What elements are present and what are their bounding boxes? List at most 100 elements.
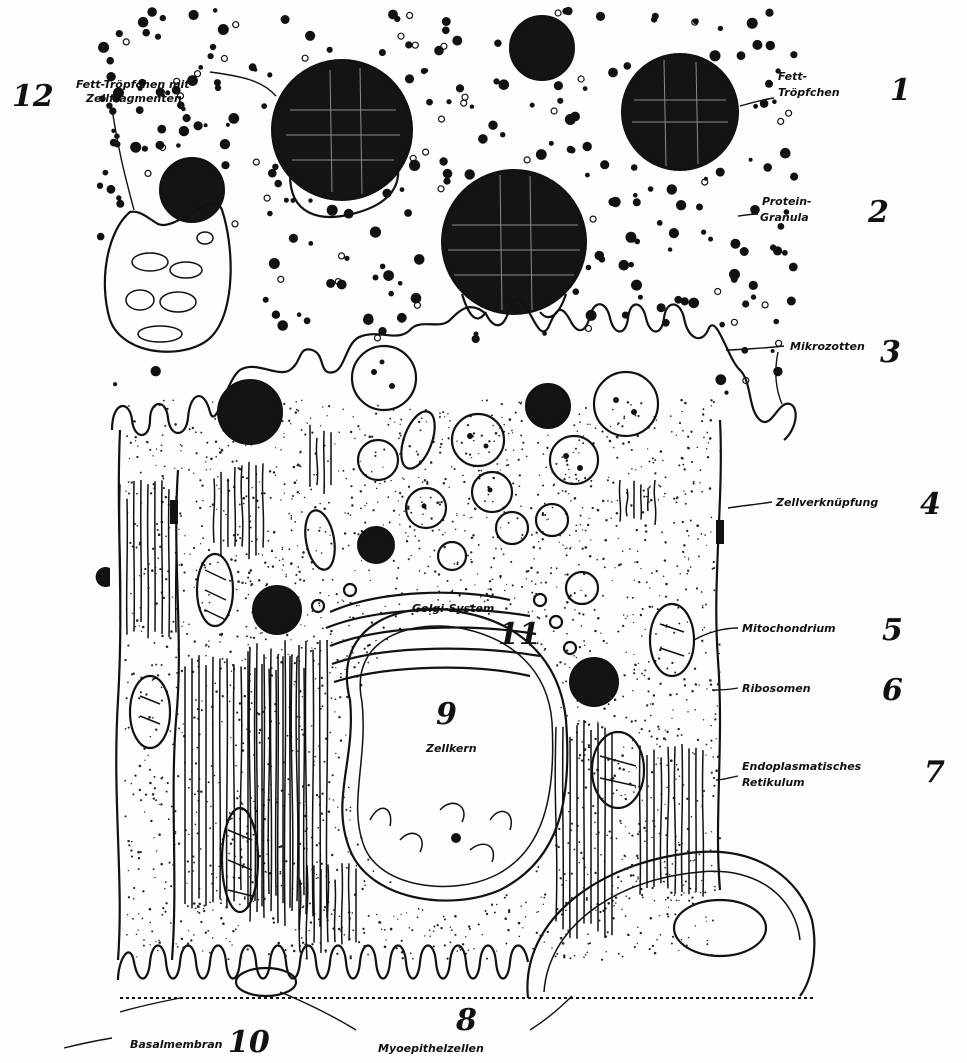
ribosome <box>239 702 241 704</box>
ribosome <box>638 581 640 583</box>
ribosome <box>375 451 377 453</box>
ribosome <box>610 426 611 427</box>
er-cisterna <box>134 481 135 632</box>
ribosome <box>614 905 615 906</box>
ribosome <box>450 941 452 943</box>
ribosome <box>560 707 561 708</box>
er-cisterna <box>555 727 557 922</box>
ribosome <box>281 885 283 887</box>
ribosome <box>533 546 536 549</box>
ribosome <box>548 518 549 519</box>
ribosome <box>616 436 619 439</box>
ribosome <box>271 675 273 677</box>
ribosome <box>327 415 328 416</box>
ribosome <box>196 812 198 814</box>
ribosome <box>367 859 369 861</box>
ribosome <box>649 461 651 463</box>
ribosome <box>617 500 619 502</box>
ribosome <box>292 495 294 497</box>
ribosome <box>686 945 688 947</box>
ribosome <box>172 743 174 745</box>
granule <box>657 220 663 226</box>
ribosome <box>328 595 329 596</box>
ribosome <box>691 896 693 898</box>
granule <box>583 142 592 151</box>
ribosome <box>459 595 461 597</box>
ribosome <box>304 497 306 499</box>
ribosome <box>651 572 653 574</box>
ribosome <box>298 571 300 573</box>
ribosome <box>301 647 303 649</box>
label-protein-granule: Protein- Granula <box>760 195 815 224</box>
ribosome <box>354 570 355 571</box>
ribosome <box>299 493 300 494</box>
ribosome <box>439 413 441 415</box>
ribosome <box>686 621 688 623</box>
ribosome <box>368 915 370 917</box>
ribosome <box>133 420 135 422</box>
granule <box>638 295 643 300</box>
ribosome <box>321 677 323 679</box>
ribosome <box>706 688 707 689</box>
ribosome <box>530 567 533 570</box>
granule <box>478 134 488 144</box>
ribosome <box>407 505 409 507</box>
granule <box>308 241 313 246</box>
ribosome <box>216 890 218 892</box>
ribosome <box>384 929 386 931</box>
ribosome <box>437 924 439 926</box>
ribosome <box>418 477 419 478</box>
granule <box>778 223 785 230</box>
ribosome <box>253 901 254 902</box>
granule <box>249 63 257 71</box>
ribosome <box>651 771 653 773</box>
ribosome <box>193 547 195 549</box>
ribosome <box>364 434 366 436</box>
granule <box>472 335 480 343</box>
granule <box>648 186 654 192</box>
ribosome <box>656 744 657 745</box>
ribosome <box>433 945 435 947</box>
ribosome <box>478 544 480 546</box>
ribosome <box>471 457 472 458</box>
ribosome <box>200 848 202 850</box>
ribosome <box>328 781 330 783</box>
ribosome <box>487 599 489 601</box>
ribosome <box>679 573 680 574</box>
label-endoplasmic-reticulum: Endoplasmatisches Retikulum <box>742 760 865 789</box>
ribosome <box>377 405 379 407</box>
ribosome <box>327 460 329 462</box>
ribosome <box>225 938 226 939</box>
ribosome <box>159 568 161 570</box>
ribosome <box>659 486 661 488</box>
ribosome <box>429 929 431 931</box>
ribosome <box>681 411 682 412</box>
ribosome <box>652 462 654 464</box>
ribosome <box>533 558 534 559</box>
ribosome <box>594 630 596 632</box>
ribosome <box>702 629 704 631</box>
ribosome <box>177 649 178 650</box>
granule <box>195 71 201 77</box>
ribosome <box>665 729 666 730</box>
ribosome <box>221 721 223 723</box>
ribosome <box>383 524 384 525</box>
ribosome <box>566 464 568 466</box>
ribosome <box>518 402 520 404</box>
ribosome <box>491 904 493 906</box>
ribosome <box>329 798 331 800</box>
ribosome <box>539 547 541 549</box>
granule <box>715 374 726 385</box>
ribosome <box>367 662 369 664</box>
ribosome <box>659 683 661 685</box>
granule <box>130 142 141 153</box>
ribosome <box>421 524 423 526</box>
ribosome <box>537 866 539 868</box>
ribosome <box>144 568 146 570</box>
ribosome <box>486 913 488 915</box>
ribosome <box>322 579 324 581</box>
ribosome <box>706 943 708 945</box>
ribosome <box>630 504 632 506</box>
ribosome <box>205 655 207 657</box>
ribosome <box>295 929 297 931</box>
